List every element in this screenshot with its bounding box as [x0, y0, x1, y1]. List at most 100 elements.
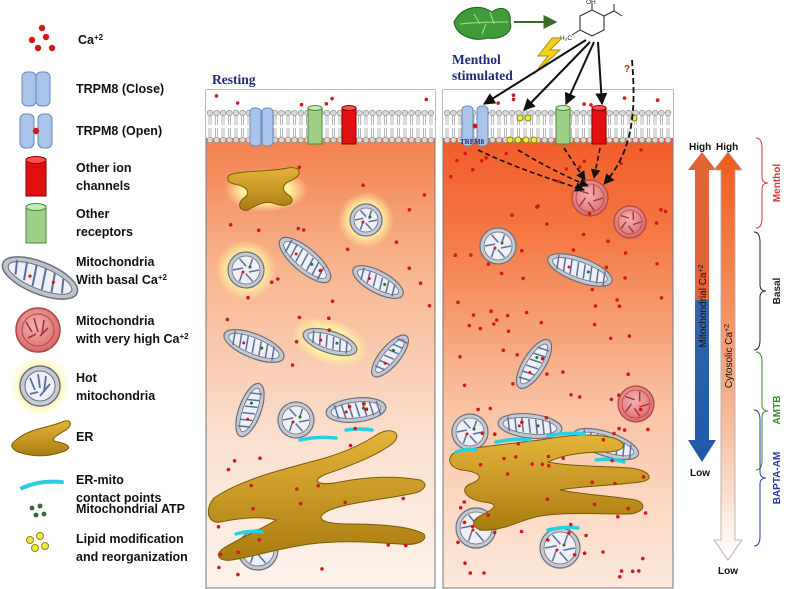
calcium-ion: [394, 240, 399, 244]
calcium-ion: [564, 167, 569, 171]
receptor-channel: [555, 105, 571, 145]
er-network-left: [207, 430, 426, 561]
calcium-ion: [499, 271, 504, 276]
cyto-axis-label: Cytosolic Ca+2: [724, 324, 736, 388]
calcium-ion: [546, 538, 550, 542]
lightning-icon: [533, 37, 564, 75]
mitochondrion: [497, 413, 563, 439]
calcium-ion: [297, 315, 302, 320]
calcium-ion: [298, 501, 303, 506]
calcium-ion: [540, 356, 545, 361]
cyto-gradient-arrow: [713, 151, 743, 561]
calcium-ion: [601, 438, 606, 442]
calcium-ion: [456, 300, 460, 305]
calcium-ion: [610, 458, 614, 463]
bracket-label: AMTB: [772, 396, 783, 425]
trpm8-close-icon: [21, 71, 51, 107]
calcium-ion: [545, 222, 549, 226]
calcium-ion: [463, 151, 468, 156]
calcium-ion: [290, 363, 295, 367]
calcium-ion: [482, 571, 486, 575]
calcium-ion: [641, 475, 646, 479]
resting-panel: [205, 89, 436, 589]
calcium-ion: [578, 165, 582, 169]
calcium-ion: [623, 276, 627, 280]
calcium-ion: [361, 183, 365, 187]
contact-point: [454, 447, 478, 454]
ion-channel-icon: [25, 156, 47, 197]
calcium-ion: [348, 443, 353, 448]
calcium-ion: [612, 431, 616, 436]
calcium-ion: [236, 550, 240, 555]
mitochondrion: [479, 227, 517, 265]
trpm8-channel-closed: [249, 107, 274, 147]
calcium-ion: [506, 329, 511, 334]
calcium-ion: [364, 407, 369, 412]
calcium-ion: [593, 304, 598, 308]
calcium-ion: [545, 372, 549, 376]
calcium-ion: [480, 431, 485, 436]
calcium-ion: [592, 502, 597, 507]
calcium-ion: [511, 97, 516, 102]
mitochondrion-high-ca: [613, 205, 647, 239]
calcium-ion: [505, 313, 510, 318]
calcium-ion: [619, 569, 624, 573]
calcium-ion: [618, 575, 622, 579]
calcium-ion: [470, 524, 475, 529]
calcium-ion: [617, 304, 622, 309]
calcium-ion: [345, 247, 350, 252]
calcium-ion: [581, 232, 586, 237]
contact-point: [494, 437, 532, 444]
molecule-oh-label: OH: [586, 0, 596, 6]
calcium-ion: [316, 483, 321, 488]
calcium-ion: [324, 102, 329, 106]
mitochondrion: [338, 192, 394, 248]
calcium-ion: [246, 295, 250, 300]
mitochondrion-high-ca: [571, 179, 609, 217]
calcium-ion: [214, 94, 219, 98]
mitochondrion: [547, 253, 613, 287]
mitochondrion: [235, 382, 265, 438]
calcium-ion: [458, 506, 463, 510]
mitochondrion: [291, 316, 369, 368]
calcium-ion: [530, 462, 534, 466]
mitochondrion: [277, 401, 315, 439]
mito-gradient-arrow: [688, 152, 716, 462]
calcium-ion: [524, 310, 529, 315]
calcium-ion: [320, 567, 324, 571]
calcium-ion: [418, 281, 423, 286]
calcium-ion: [327, 328, 332, 333]
lipid-modification: [506, 114, 638, 144]
calcium-ion: [299, 102, 304, 107]
cyto-low-label: Low: [718, 566, 738, 577]
calcium-ion: [422, 193, 427, 197]
calcium-ion: [601, 550, 605, 554]
calcium-ion: [216, 525, 221, 529]
lipid-icon: [26, 532, 49, 552]
calcium-ion: [471, 313, 476, 317]
calcium-ion: [619, 161, 623, 166]
calcium-ion: [297, 165, 302, 170]
resting-title: Resting: [212, 72, 256, 87]
calcium-ion: [468, 571, 473, 575]
calcium-ion: [637, 569, 641, 573]
calcium-ion: [502, 456, 506, 461]
calcium-ion: [608, 336, 613, 341]
calcium-ion: [587, 211, 592, 216]
calcium-ion: [567, 531, 571, 535]
mitochondrion: [371, 334, 409, 378]
calcium-ion: [353, 426, 358, 431]
ion-channel: [591, 105, 607, 145]
bracket-amtb: [755, 351, 769, 471]
trpm8-tag: TRPM8: [460, 138, 485, 146]
calcium-ion: [623, 251, 628, 255]
calcium-ion: [424, 97, 429, 102]
legend-label-other-rec: Other: [76, 207, 109, 221]
calcium-ion: [478, 463, 483, 467]
calcium-ion: [467, 323, 472, 328]
bracket-label: Basal: [772, 277, 783, 304]
calcium-ion: [493, 432, 497, 437]
legend-label-other-ion: Other ion: [76, 161, 132, 175]
calcium-ion: [622, 428, 627, 432]
